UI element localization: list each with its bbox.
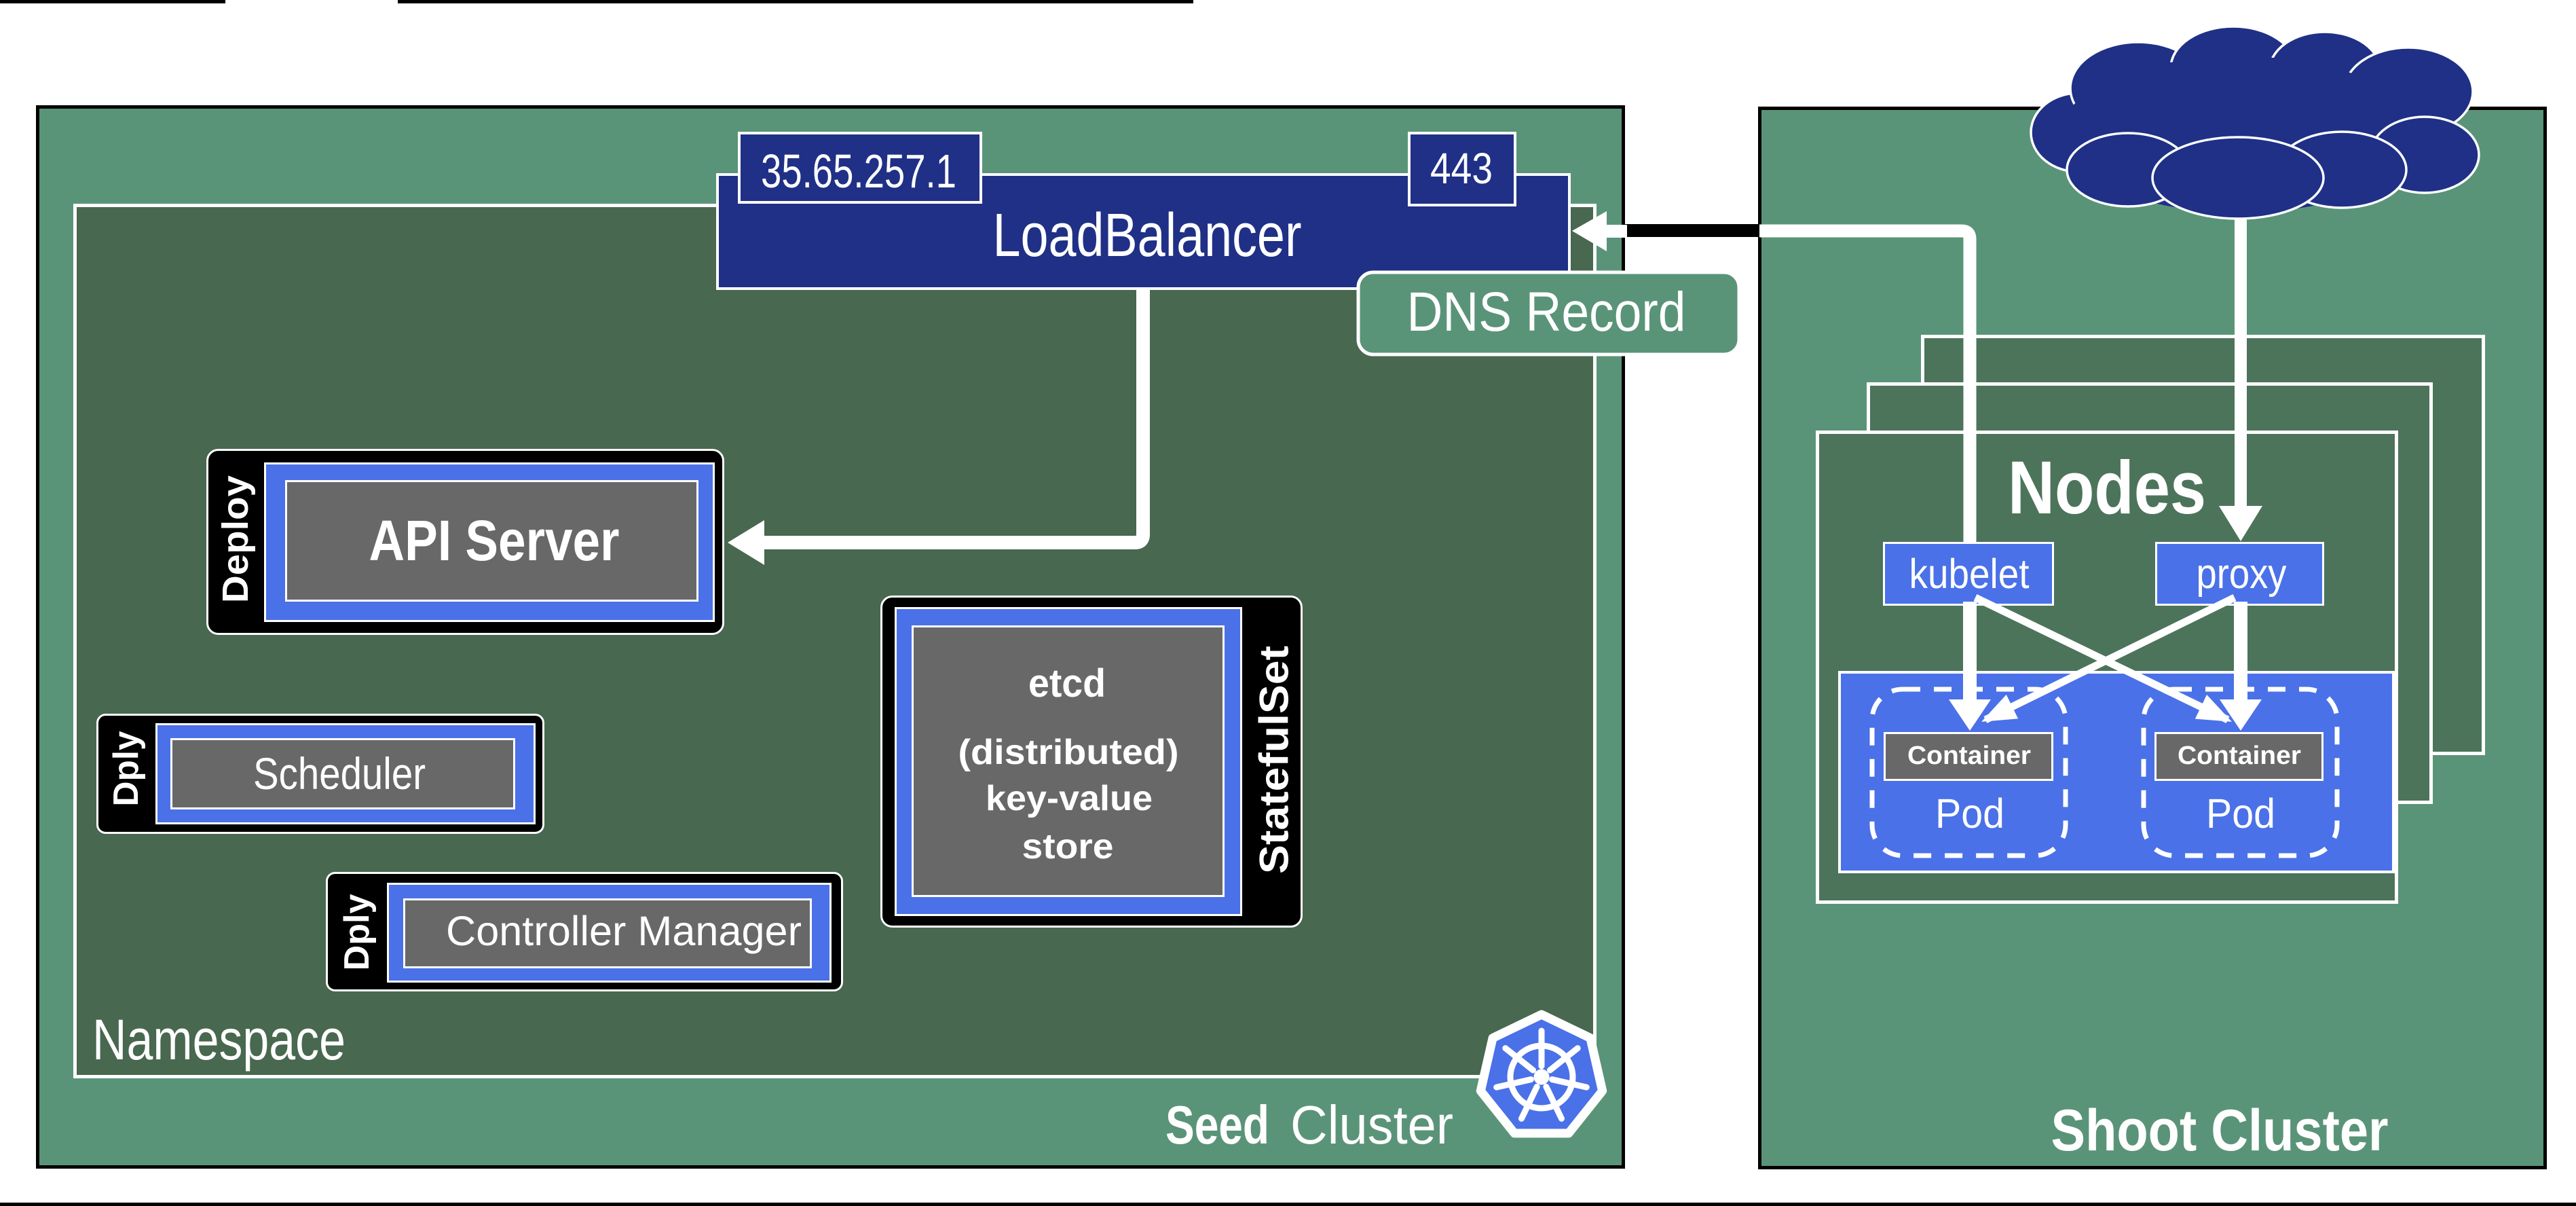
svg-text:Nodes: Nodes — [2008, 446, 2206, 530]
svg-text:API Server: API Server — [369, 509, 620, 572]
svg-text:(distributed): (distributed) — [958, 733, 1179, 772]
svg-text:Dply: Dply — [337, 894, 377, 970]
svg-text:Pod: Pod — [1935, 790, 2004, 837]
svg-text:Container: Container — [2178, 742, 2301, 770]
svg-text:35.65.257.1: 35.65.257.1 — [761, 145, 956, 198]
svg-text:store: store — [1022, 827, 1114, 866]
svg-text:Pod: Pod — [2206, 790, 2275, 837]
svg-text:443: 443 — [1430, 144, 1493, 193]
svg-text:Namespace: Namespace — [92, 1008, 346, 1072]
svg-text:key-value: key-value — [986, 779, 1153, 818]
svg-text:Dply: Dply — [107, 731, 146, 806]
svg-text:kubelet: kubelet — [1909, 551, 2030, 597]
svg-text:Shoot Cluster: Shoot Cluster — [2051, 1098, 2389, 1163]
svg-text:etcd: etcd — [1028, 661, 1106, 706]
svg-text:StatefulSet: StatefulSet — [1252, 646, 1297, 874]
svg-text:Cluster: Cluster — [1290, 1095, 1453, 1155]
svg-text:LoadBalancer: LoadBalancer — [993, 202, 1302, 270]
svg-text:Controller Manager: Controller Manager — [446, 908, 802, 954]
svg-text:Seed: Seed — [1165, 1095, 1269, 1155]
svg-text:Deploy: Deploy — [215, 475, 256, 603]
svg-text:Scheduler: Scheduler — [253, 748, 426, 799]
svg-text:proxy: proxy — [2197, 551, 2287, 598]
svg-text:DNS Record: DNS Record — [1407, 281, 1686, 343]
svg-text:Container: Container — [1907, 742, 2031, 770]
